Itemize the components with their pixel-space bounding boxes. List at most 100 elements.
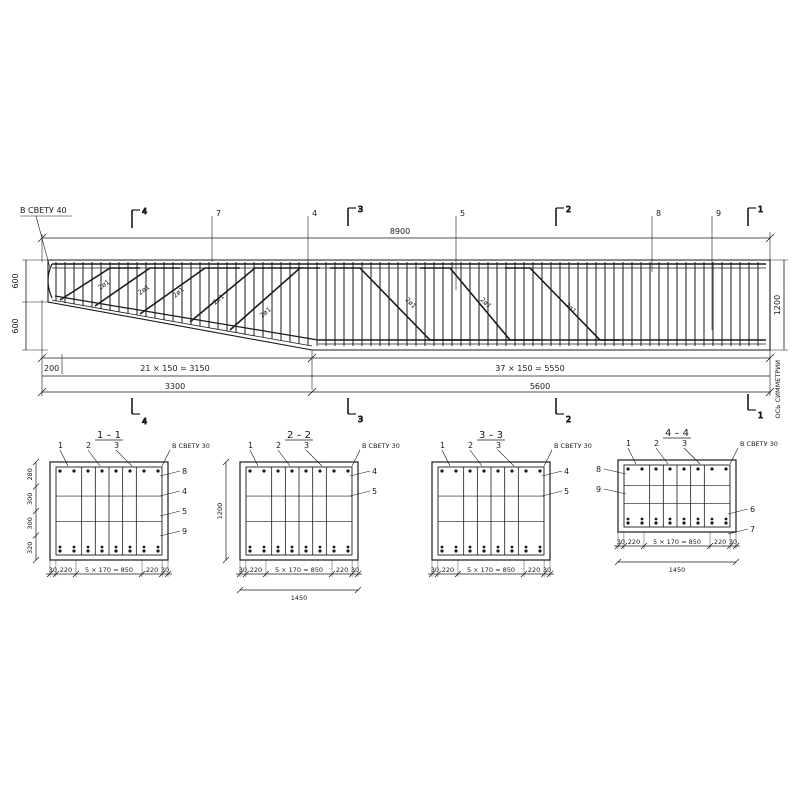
rebar-dot	[454, 545, 458, 549]
rebar-dot	[72, 469, 76, 473]
section-markers-bottom: 4 3 2 1	[131, 394, 764, 427]
leader-line	[161, 449, 171, 467]
callout-4: 4	[564, 467, 569, 476]
rebar-dot	[496, 469, 500, 473]
dimension-label: 5 × 170 = 850	[467, 566, 515, 574]
callout-5: 5	[460, 209, 465, 218]
dimension-label: 220	[528, 566, 540, 574]
rebar-dot	[640, 521, 644, 525]
section-marker-2: 2	[566, 205, 571, 214]
rebar-dot	[142, 549, 146, 553]
left-pitch-label: 21 × 150 = 3150	[140, 364, 209, 373]
bent-bar-label: 2ø1	[479, 296, 493, 310]
rebar-dot	[682, 521, 686, 525]
leader-line	[159, 530, 181, 537]
rebar-dot	[626, 467, 630, 471]
rebar-dot	[668, 467, 672, 471]
left-span-label: 3300	[165, 382, 185, 391]
section-title: 3 – 3	[479, 430, 503, 441]
left-height-bottom: 600	[11, 318, 20, 333]
rebar-dot	[468, 545, 472, 549]
dimension-label: 30	[161, 566, 169, 574]
leader-line	[727, 508, 749, 515]
callout-8: 8	[656, 209, 661, 218]
rebar-dot	[538, 549, 542, 553]
callout-2: 2	[276, 441, 281, 450]
leader-line	[277, 449, 291, 467]
rebar-dot	[482, 549, 486, 553]
bent-bar-label: 2ø1	[137, 283, 152, 297]
rebar-dot	[682, 517, 686, 521]
leader-line	[543, 449, 553, 467]
leader-line	[541, 470, 563, 477]
rebar-dot	[440, 545, 444, 549]
leader-line	[159, 510, 181, 517]
rebar-dot	[654, 517, 658, 521]
rebar-dot	[142, 545, 146, 549]
bent-bars	[59, 267, 620, 341]
dimension-tick	[614, 558, 622, 566]
rebar-dot	[696, 467, 700, 471]
leader-line	[627, 447, 637, 465]
section-marker-2: 2	[566, 415, 571, 424]
callout-7: 7	[216, 209, 221, 218]
rebar-dot	[72, 549, 76, 553]
rebar-dot	[58, 469, 62, 473]
rebar-dot	[72, 545, 76, 549]
dimension-label: 30	[431, 566, 439, 574]
rebar-dot	[100, 549, 104, 553]
section-title: 2 – 2	[287, 430, 311, 441]
rebar-dot	[524, 469, 528, 473]
dimension-tick	[32, 556, 40, 564]
rebar-dot	[262, 545, 266, 549]
rebar-dot	[626, 517, 630, 521]
dimension-tick	[236, 586, 244, 594]
rebar-dot	[440, 469, 444, 473]
rebar-dot	[510, 545, 514, 549]
rebar-dot	[332, 545, 336, 549]
rebar-dot	[290, 549, 294, 553]
position-callouts: 7 4 5 8 9	[211, 209, 721, 330]
dimension-label: 220	[714, 538, 726, 546]
rebar-dot	[454, 549, 458, 553]
left-height-dimensions: 600 600	[11, 259, 48, 351]
callout-8: 8	[182, 467, 187, 476]
leader-line	[655, 447, 669, 465]
rebar-dot	[346, 549, 350, 553]
pitch-dimensions: 200 21 × 150 = 3150 37 × 150 = 5550 3300…	[37, 300, 775, 397]
dimension-label: 220	[60, 566, 72, 574]
rebar-dot	[510, 549, 514, 553]
leader-line	[115, 449, 133, 467]
right-span-label: 5600	[530, 382, 550, 391]
height-label: 300	[26, 493, 34, 505]
end-offset-label: 200	[44, 364, 59, 373]
callout-2: 2	[468, 441, 473, 450]
dimension-tick	[222, 556, 230, 564]
dimension-label: 220	[628, 538, 640, 546]
section-outline	[431, 461, 551, 561]
rebar-dot	[114, 549, 118, 553]
dimension-tick	[32, 507, 40, 515]
dimension-tick	[32, 532, 40, 539]
rebar-dot	[468, 549, 472, 553]
dimension-tick	[32, 483, 40, 490]
rebar-dot	[640, 517, 644, 521]
clear-cover-label: В СВЕТУ 30	[740, 440, 778, 448]
rebar-dot	[346, 469, 350, 473]
section-title: 1 – 1	[97, 430, 121, 441]
callout-6: 6	[750, 505, 755, 514]
callout-4: 4	[312, 209, 317, 218]
rebar-dot	[346, 545, 350, 549]
bent-bar-label: 2ø1	[564, 301, 578, 315]
height-label: 1200	[216, 503, 224, 520]
dimension-label: 30	[543, 566, 551, 574]
bent-bar-label: 2ø1	[258, 306, 273, 320]
leader-line	[59, 449, 69, 467]
stirrups	[55, 262, 759, 346]
leader-line	[159, 470, 181, 477]
callout-1: 1	[58, 441, 63, 450]
left-height-top: 600	[11, 273, 20, 288]
leader-line	[305, 449, 323, 467]
